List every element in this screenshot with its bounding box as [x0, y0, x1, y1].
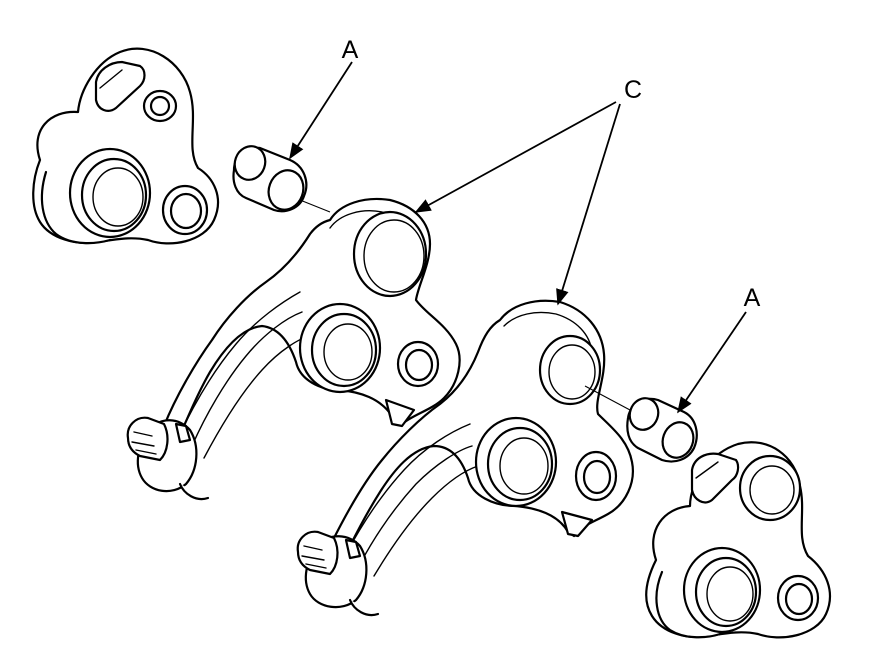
leader-a-top: [289, 61, 353, 160]
leader-c-right: [556, 103, 621, 306]
leader-lines: [289, 61, 747, 414]
rocker-arm-c-left: [126, 197, 461, 501]
callout-a-top: A: [342, 36, 359, 64]
leader-a-right: [677, 311, 747, 414]
leader-c-left: [414, 101, 617, 213]
bushing-a-top: [232, 145, 331, 213]
callout-c: C: [624, 76, 642, 104]
rocker-arm-c-right: [296, 299, 634, 617]
rocker-shaft-holder-left: [32, 47, 219, 245]
callout-a-right: A: [744, 284, 761, 312]
rocker-shaft-holder-right: [645, 441, 831, 639]
bushing-a-right: [626, 397, 698, 463]
